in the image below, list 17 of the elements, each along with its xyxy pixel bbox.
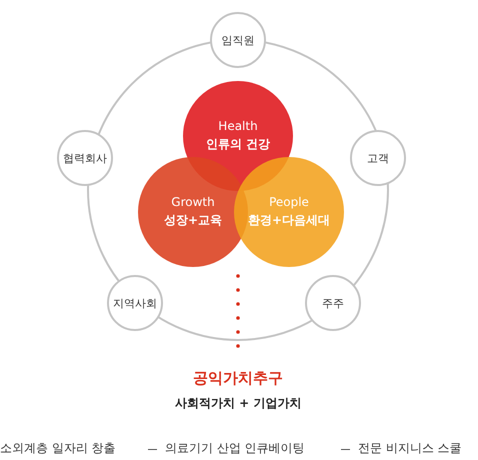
subheading: 사회적가치 + 기업가치 [175,395,302,412]
program-label: 소외계층 일자리 창출 [0,440,116,457]
main-heading: 공익가치추구 [193,369,283,388]
stakeholder-label: 주주 [322,296,344,310]
stakeholder-circle [305,275,361,331]
circle-heading: Growth [171,195,215,209]
circle-heading: People [269,195,309,209]
program-label: 의료기기 산업 인큐베이팅 [165,440,305,457]
stakeholder-label: 고객 [367,150,389,166]
circle-subtitle: 인류의 건강 [206,136,270,153]
circle-subtitle: 성장+교육 [164,212,222,229]
stakeholder-label: 임직원 [222,32,254,48]
program-label: 전문 비지니스 스쿨 [358,440,462,457]
stakeholder-label: 협력회사 [63,150,107,166]
circle-heading: Health [218,119,258,133]
circle-subtitle: 환경+다음세대 [248,212,330,229]
stakeholder-label: 지역사회 [113,296,157,310]
